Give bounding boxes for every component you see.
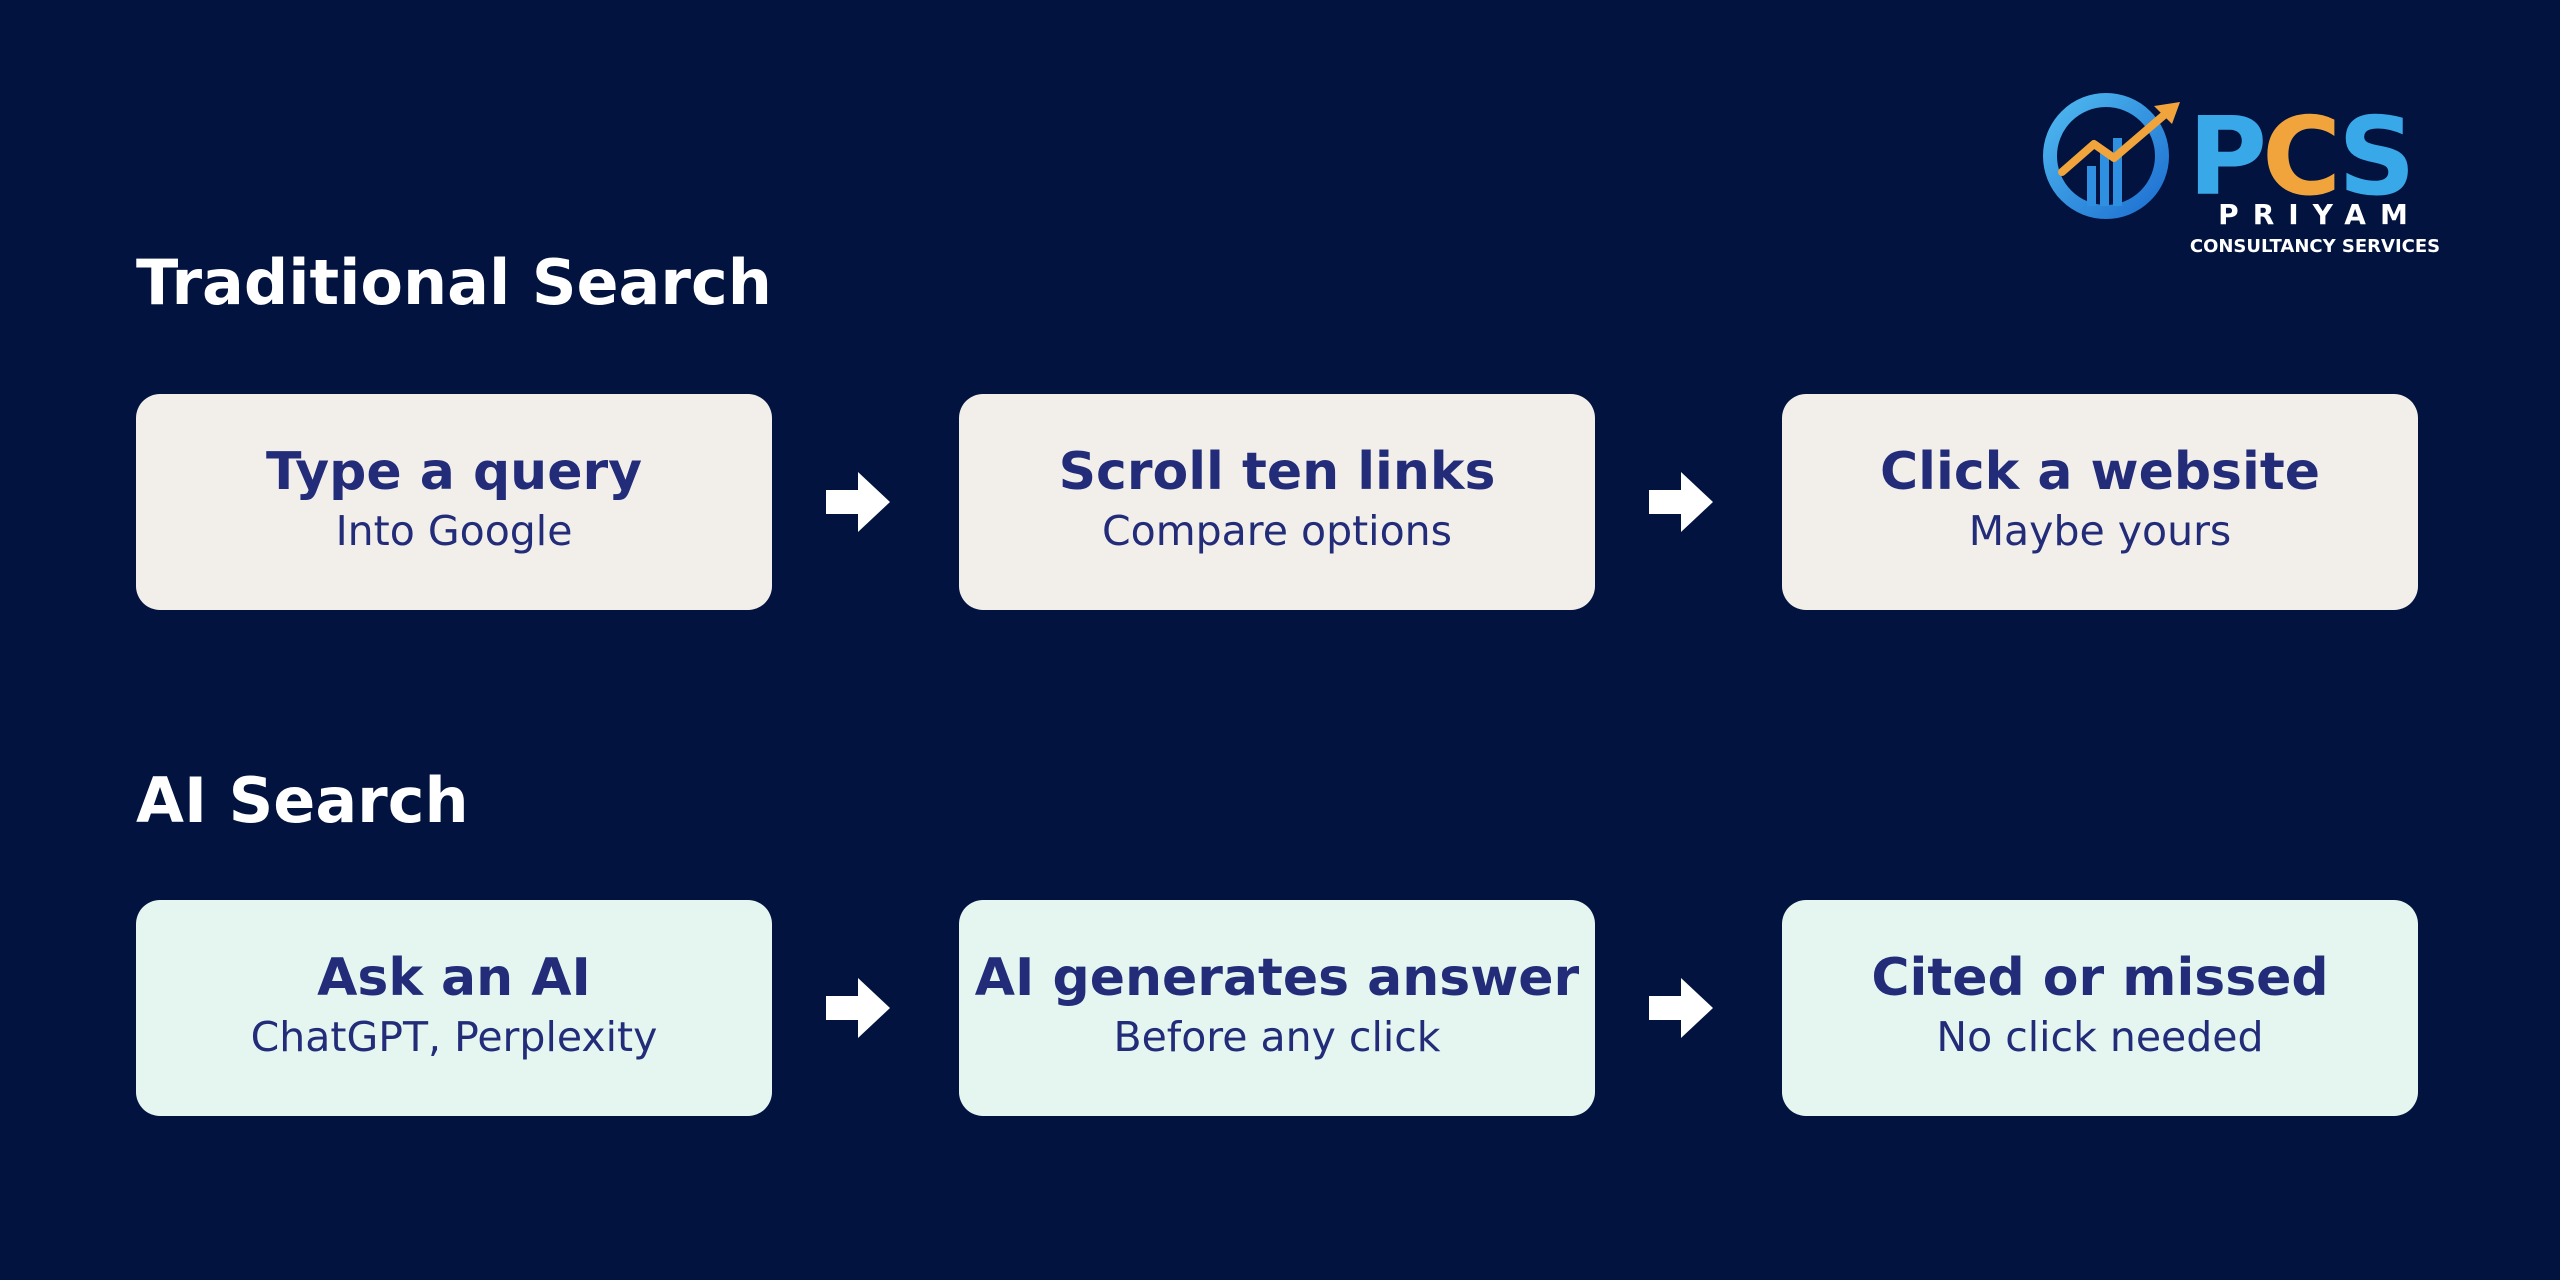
pcs-logo: P C S PRIYAM CONSULTANCY SERVICES — [2040, 88, 2460, 268]
step-title: Scroll ten links — [1058, 442, 1496, 502]
step-card-click-website: Click a website Maybe yours — [1782, 394, 2418, 610]
step-card-type-query: Type a query Into Google — [136, 394, 772, 610]
step-title: Ask an AI — [317, 948, 591, 1008]
step-subtitle: No click needed — [1936, 1013, 2264, 1061]
step-subtitle: Before any click — [1113, 1013, 1441, 1061]
section-title-traditional-search: Traditional Search — [136, 246, 772, 319]
step-title: Type a query — [265, 442, 643, 502]
traditional-search-flow: Type a query Into Google Scroll ten link… — [136, 394, 2418, 610]
step-card-ai-generates: AI generates answer Before any click — [959, 900, 1595, 1116]
step-title: Click a website — [1880, 442, 2320, 502]
step-card-ask-ai: Ask an AI ChatGPT, Perplexity — [136, 900, 772, 1116]
step-subtitle: Into Google — [335, 507, 573, 555]
logo-letter-s: S — [2338, 95, 2416, 220]
step-card-scroll-links: Scroll ten links Compare options — [959, 394, 1595, 610]
ai-search-flow: Ask an AI ChatGPT, Perplexity AI generat… — [136, 900, 2418, 1116]
step-subtitle: Maybe yours — [1968, 507, 2232, 555]
logo-letter-c: C — [2262, 95, 2341, 220]
right-arrow-icon — [826, 472, 890, 532]
step-title: Cited or missed — [1871, 948, 2329, 1008]
right-arrow-icon — [1649, 472, 1713, 532]
right-arrow-icon — [826, 978, 890, 1038]
right-arrow-icon — [1649, 978, 1713, 1038]
step-subtitle: Compare options — [1101, 507, 1453, 555]
step-card-cited-missed: Cited or missed No click needed — [1782, 900, 2418, 1116]
pcs-logo-graphic: P C S PRIYAM CONSULTANCY SERVICES — [2043, 93, 2440, 257]
step-title: AI generates answer — [974, 948, 1580, 1008]
growth-chart-icon — [2043, 93, 2180, 219]
logo-letter-p: P — [2188, 95, 2267, 220]
step-subtitle: ChatGPT, Perplexity — [250, 1013, 658, 1061]
logo-tagline: CONSULTANCY SERVICES — [2190, 236, 2440, 257]
logo-name: PRIYAM — [2218, 198, 2422, 231]
section-title-ai-search: AI Search — [136, 764, 469, 837]
